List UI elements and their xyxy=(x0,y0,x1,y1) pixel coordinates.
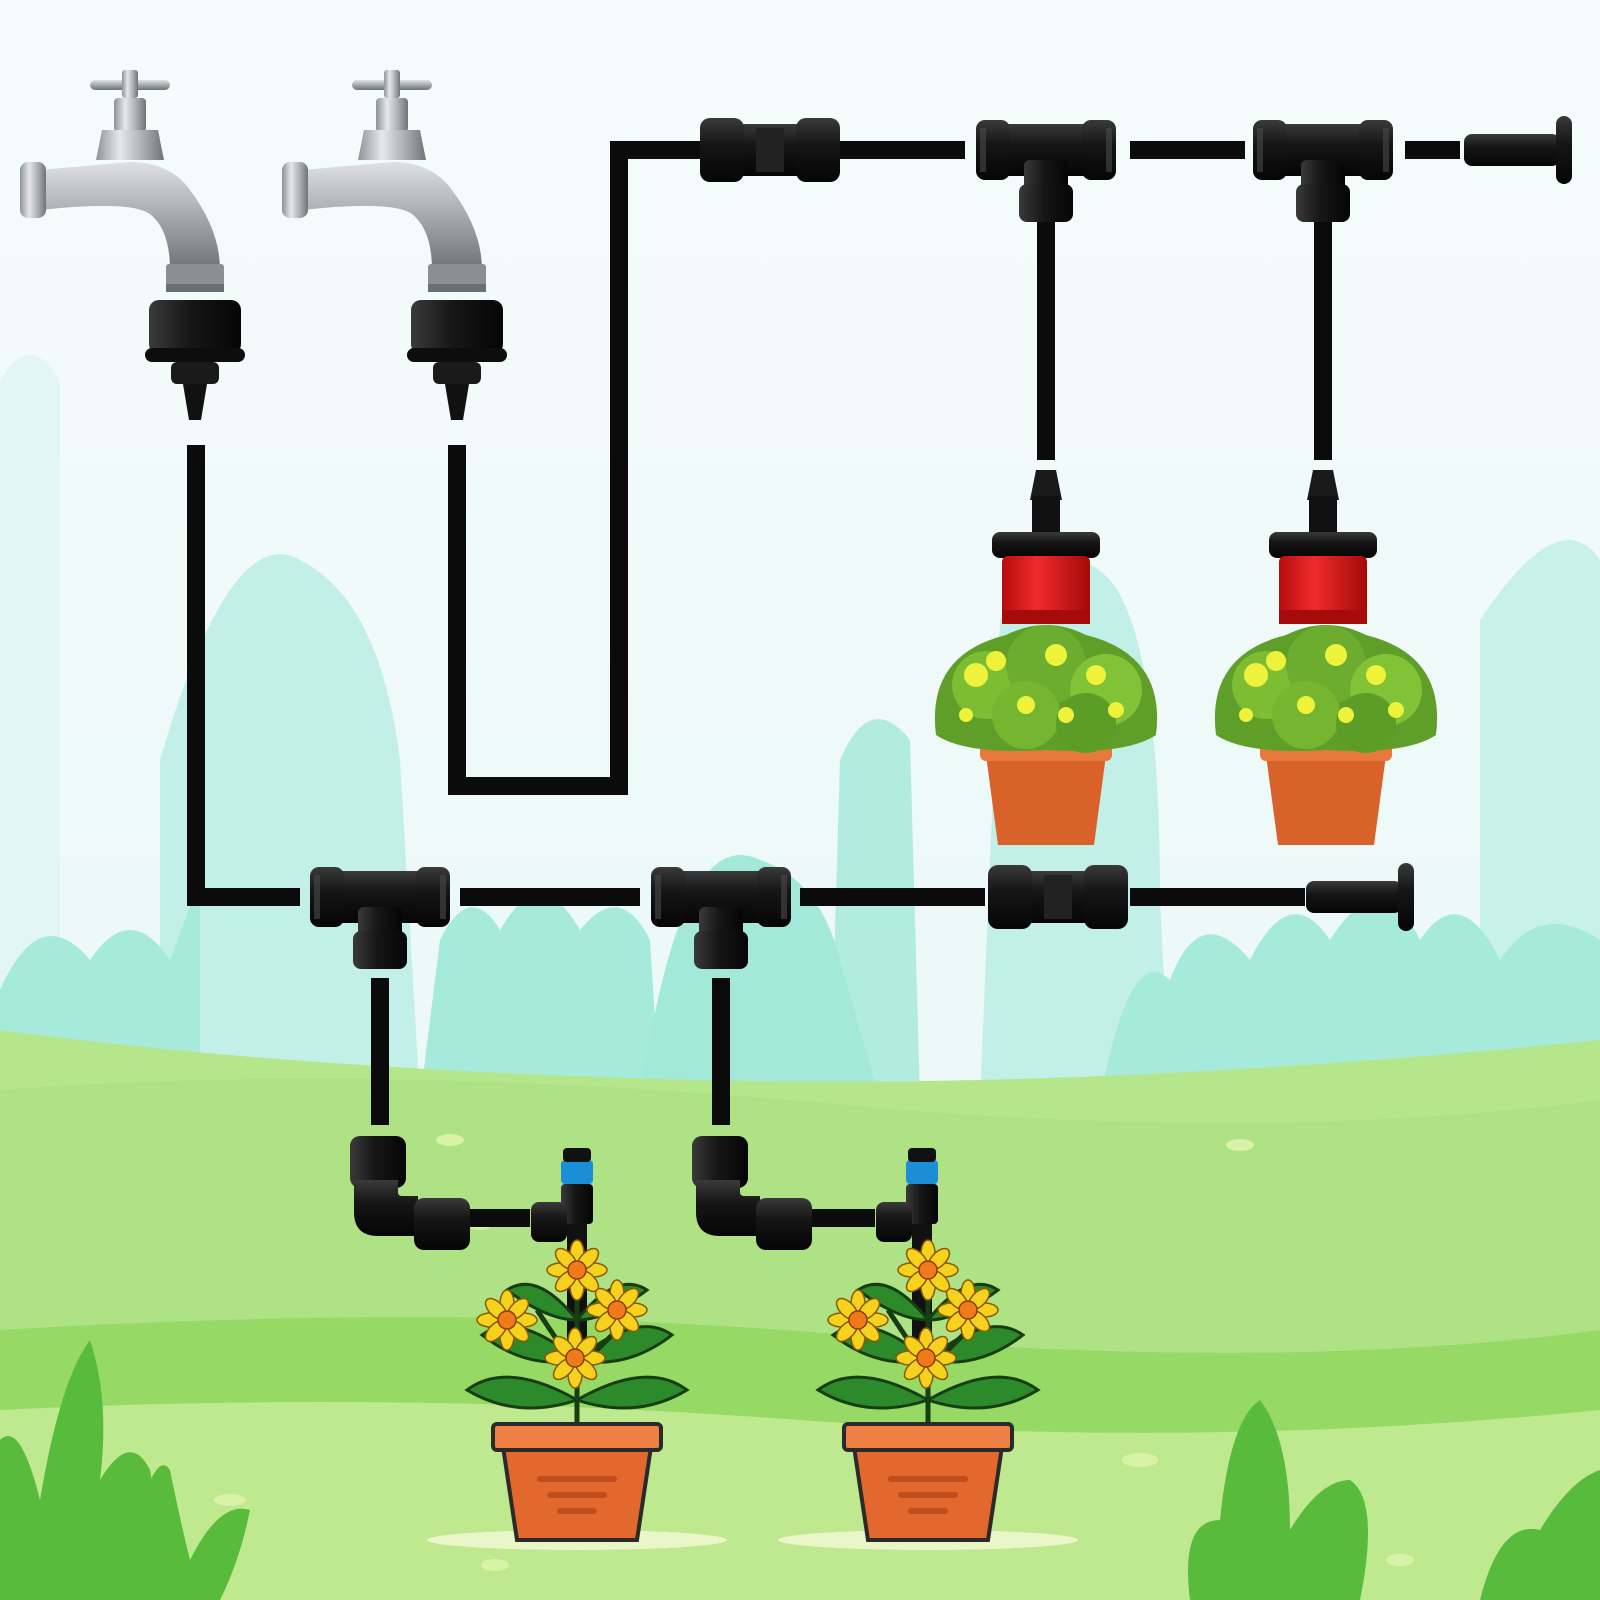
tubing xyxy=(187,141,1460,1227)
straight-connector-top xyxy=(700,118,840,182)
straight-connector-bottom xyxy=(988,865,1128,929)
grass-bush xyxy=(0,1340,1600,1600)
flower-pot-1 xyxy=(427,1240,727,1550)
flower-pot-2 xyxy=(778,1240,1078,1550)
